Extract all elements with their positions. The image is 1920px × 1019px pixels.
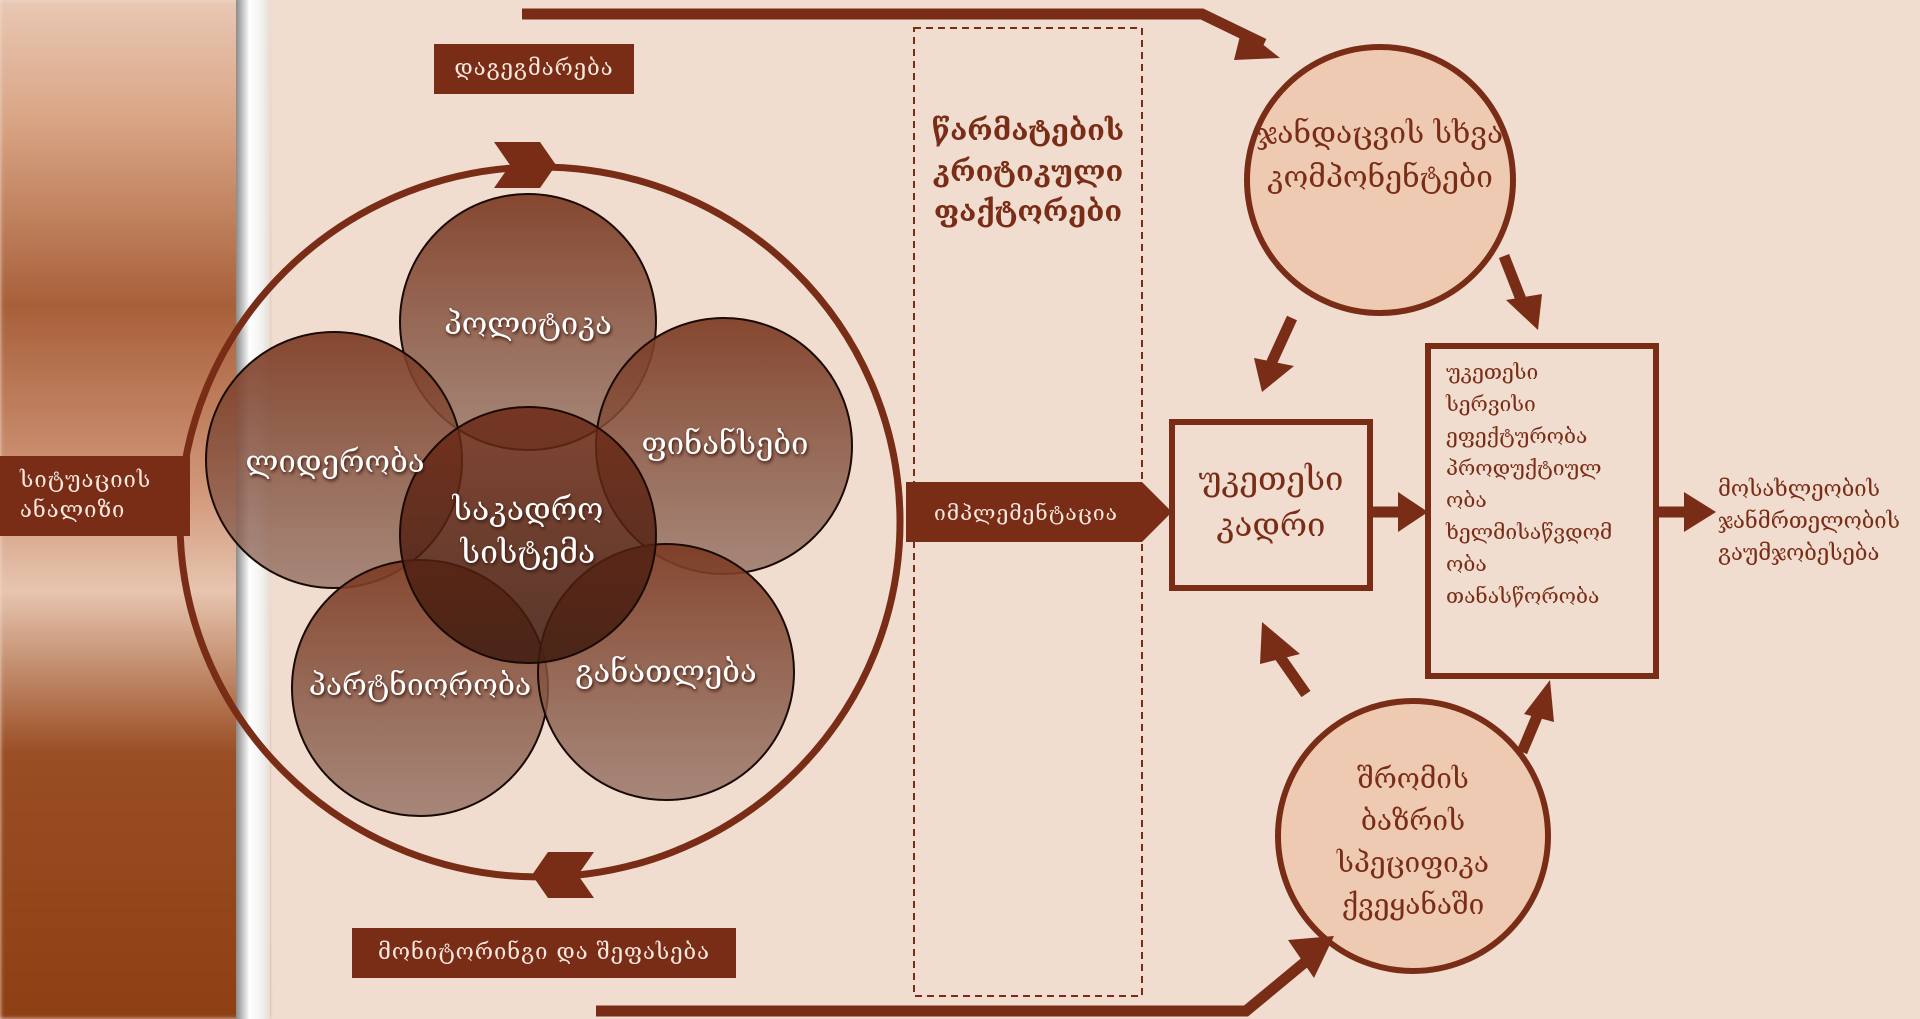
cycle-arrow-top (494, 142, 556, 188)
outcome-line: ეფექტურობა (1446, 424, 1588, 448)
arrowhead-staff-to-outcomes (1398, 492, 1428, 532)
better-staff-box (1169, 419, 1373, 591)
arrow-health-to-outcomes (1498, 253, 1528, 305)
critical-factors-title: წარმატების კრიტიკული ფაქტორები (931, 113, 1125, 229)
arrow-top-line (522, 8, 1267, 49)
arrowhead-health-to-outcomes (1506, 294, 1542, 330)
partnership-label: პარტნიორობა (308, 668, 532, 703)
arrowhead-labor-to-staff (1260, 622, 1300, 664)
outcome-line: ხელმისაწვდომ (1446, 520, 1613, 544)
planning-label: დაგეგმარება (434, 44, 634, 94)
outcome-line: სერვისი (1446, 392, 1536, 416)
arrowhead-top (1234, 28, 1280, 60)
labor-market-circle (1275, 698, 1551, 974)
health-components-circle (1244, 44, 1516, 316)
arrowhead-health-to-staff (1254, 358, 1294, 392)
arrow-labor-to-outcomes (1516, 711, 1544, 755)
leadership-label: ლიდერობა (245, 444, 425, 480)
arrow-health-to-staff (1265, 315, 1297, 369)
implementation-label: იმპლემენტაცია (934, 500, 1118, 525)
politics-label: პოლიტიკა (444, 306, 612, 342)
arrowhead-bottom (1288, 936, 1334, 978)
education-label: განათლება (575, 654, 757, 690)
arrowhead-labor-to-outcomes (1524, 680, 1554, 722)
hr-system-label: საკადრო სისტემა (452, 490, 604, 572)
arrow-labor-to-staff (1273, 650, 1311, 698)
implementation-arrow (906, 482, 1172, 542)
population-health-label: მოსახლეობის ჯანმრთელობის გაუმჯობესება (1718, 477, 1900, 566)
cycle-arrow-bottom (532, 852, 594, 898)
outcomes-list: უკეთესი სერვისი ეფექტურობა პროდუქტიულ ობ… (1446, 356, 1652, 612)
outcome-line: პროდუქტიულ (1446, 456, 1602, 480)
circle-hr-system (399, 406, 657, 664)
arrowhead-outcomes-to-health (1684, 492, 1716, 532)
better-staff-label: უკეთესი კადრი (1198, 459, 1344, 545)
arrow-bottom-line (596, 953, 1314, 1017)
labor-market-label: შრომის ბაზრის სპეციფიკა ქვეყანაში (1336, 762, 1490, 921)
outcomes-box (1425, 343, 1659, 679)
monitoring-label: მონიტორინგი და შეფასება (352, 928, 736, 978)
outcome-line: თანასწორობა (1446, 584, 1600, 608)
finances-label: ფინანსები (641, 426, 809, 462)
health-components-label: ჯანდაცვის სხვა კომპონენტები (1256, 116, 1504, 195)
outcome-line: ობა (1446, 552, 1487, 576)
situation-analysis-label: სიტუაციის ანალიზი (0, 456, 190, 536)
outcome-line: უკეთესი (1446, 360, 1539, 384)
outcome-line: ობა (1446, 488, 1487, 512)
